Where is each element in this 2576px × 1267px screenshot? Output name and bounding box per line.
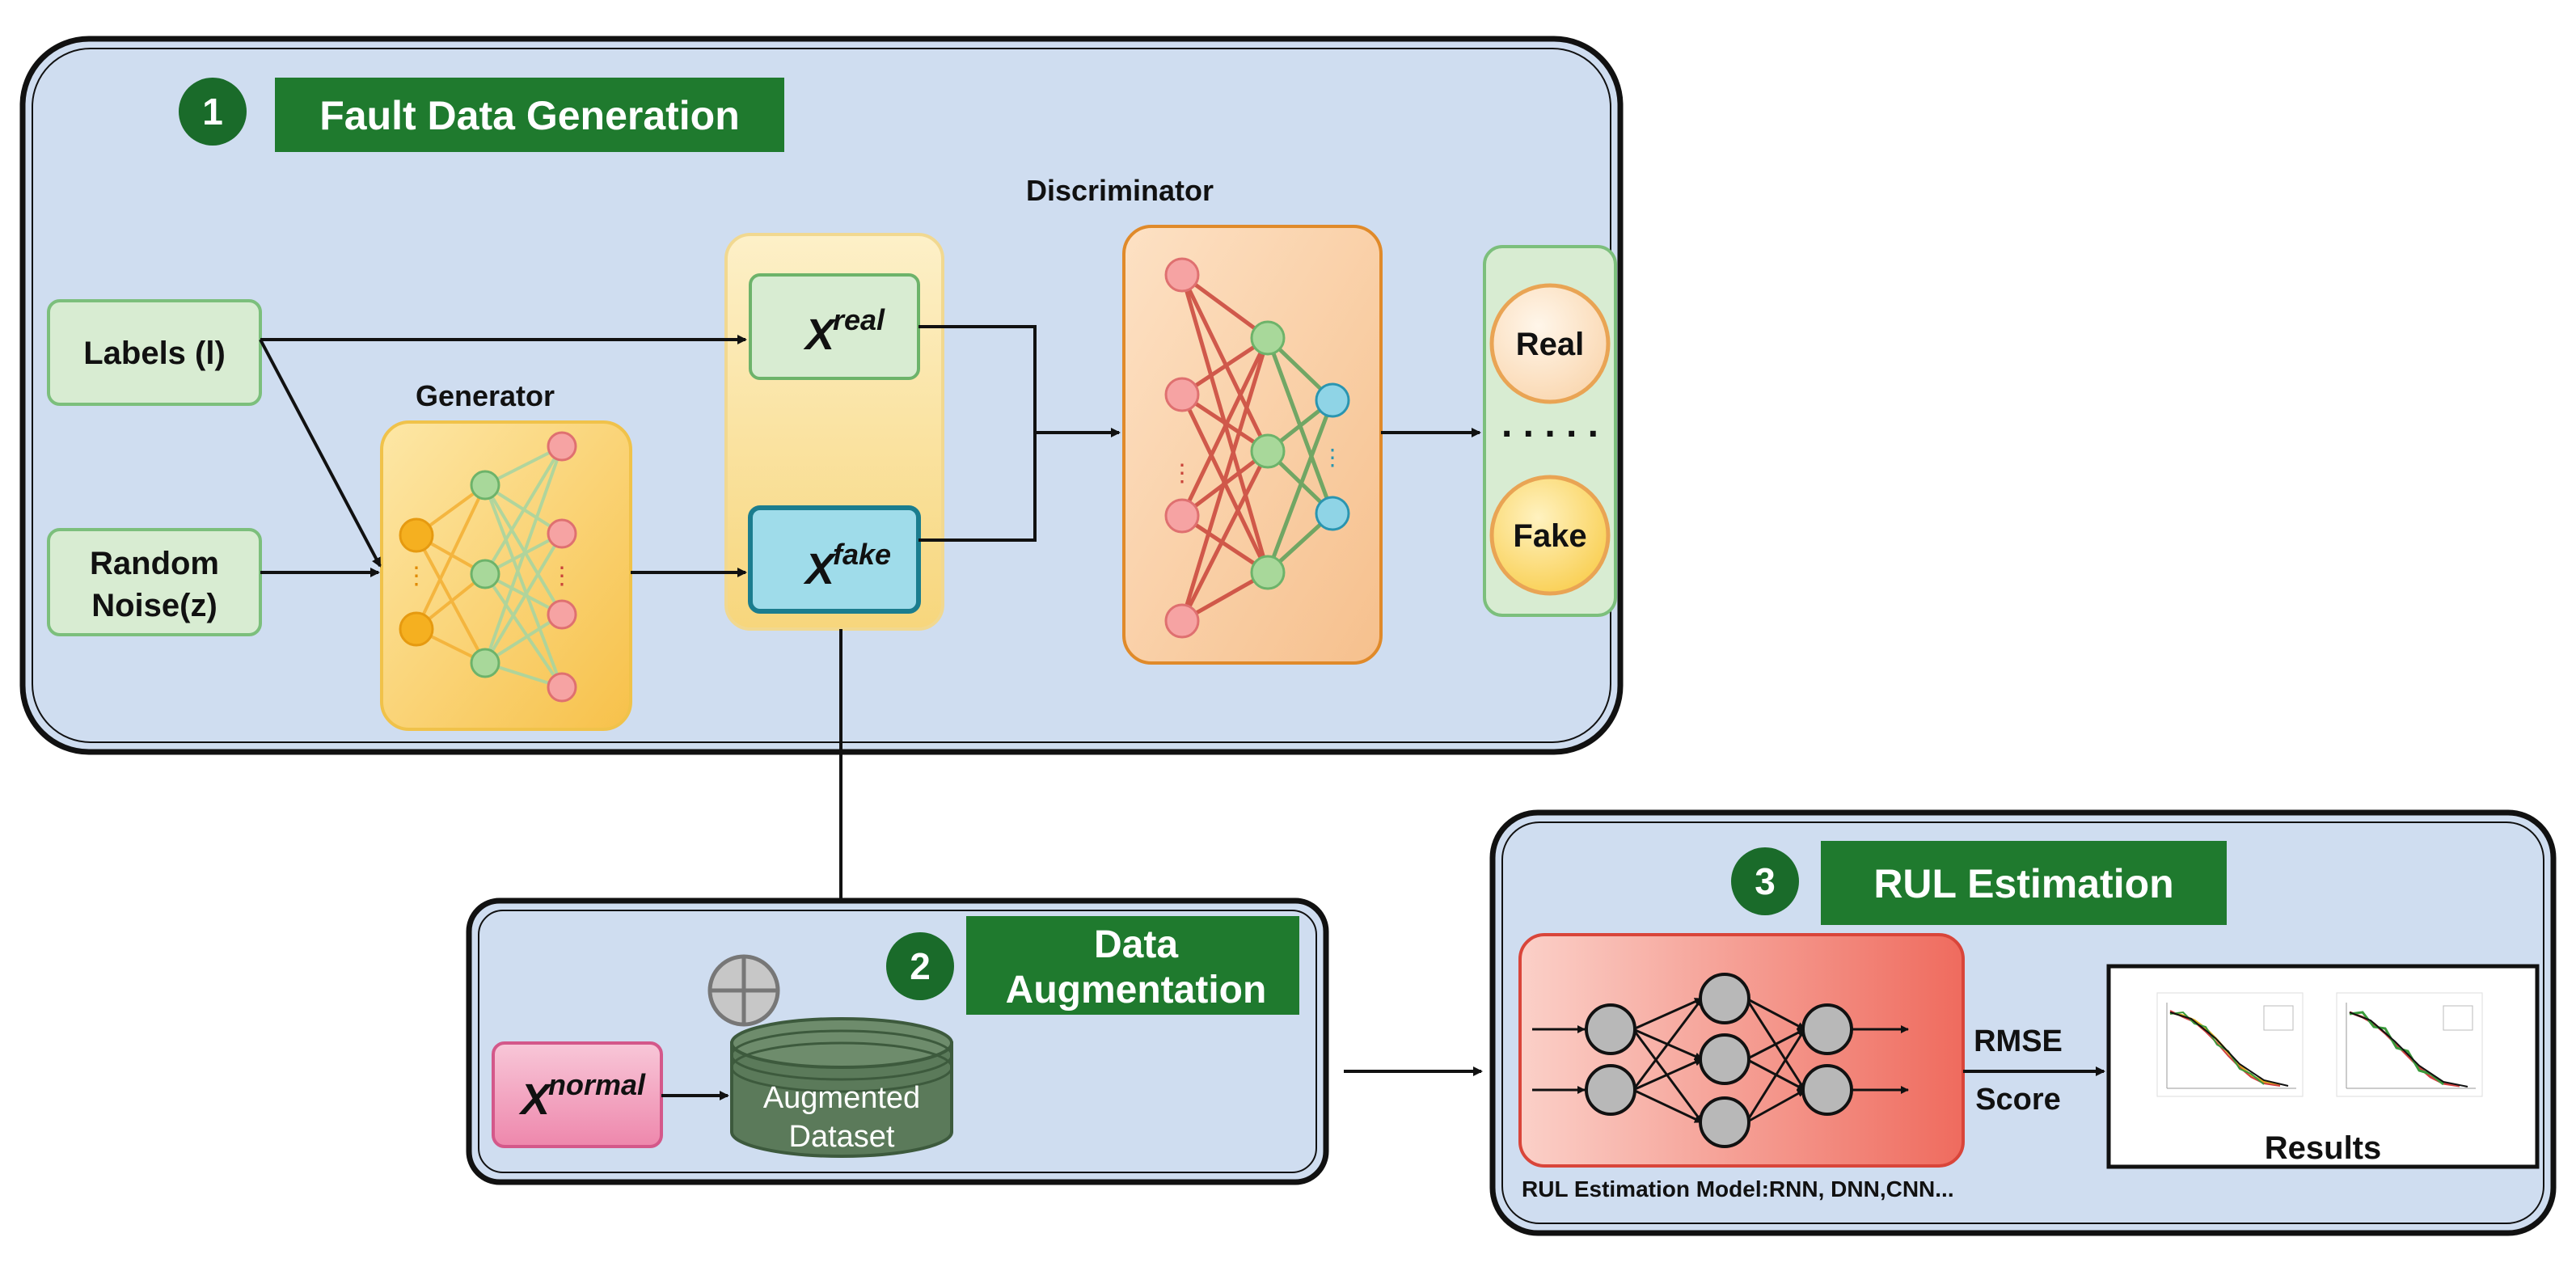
augmented-dataset-cylinder: Augmented Dataset — [730, 1017, 953, 1158]
rul-output-node — [1801, 1064, 1853, 1116]
rul-model-caption: RUL Estimation Model:RNN, DNN,CNN... — [1522, 1176, 1954, 1202]
panel1-title-bg — [275, 78, 784, 152]
rul-input-node — [1585, 1003, 1636, 1055]
panel3-title: RUL Estimation — [1873, 861, 2173, 906]
x-real-base: X — [803, 310, 837, 359]
rul-model-network — [1518, 933, 1965, 1168]
noise-box: Random Noise(z) — [47, 528, 262, 636]
panel1-title: Fault Data Generation — [319, 93, 740, 138]
panel1-heading: 1 Fault Data Generation — [179, 78, 784, 152]
disc-hidden-node — [1250, 433, 1286, 469]
panel3-title-bg — [1821, 841, 2227, 925]
step-badge-1 — [179, 78, 247, 146]
plus-operator — [707, 954, 780, 1027]
disc-input-node — [1164, 377, 1200, 412]
gen-hidden-node — [470, 559, 500, 589]
x-normal-sup: normal — [548, 1068, 646, 1101]
gen-output-node — [547, 599, 577, 630]
step-number-2: 2 — [910, 945, 931, 987]
rul-hidden-node — [1699, 1096, 1750, 1148]
panel2-arrows — [661, 1066, 1483, 1100]
generator-network: ⋮ ⋮ — [380, 420, 632, 731]
panel2-title-bg — [966, 916, 1299, 1015]
dataset-label-line2: Dataset — [789, 1120, 895, 1154]
disc-input-node — [1164, 603, 1200, 639]
metric-score: Score — [1975, 1083, 2061, 1117]
gen-hidden-node — [470, 470, 500, 500]
fake-output-circle — [1489, 475, 1611, 596]
samples-container: X real X fake — [724, 233, 944, 631]
x-normal-base: X — [518, 1075, 552, 1124]
disc-input-node — [1164, 257, 1200, 293]
discriminator-network: ⋮ ⋮ — [1122, 225, 1383, 665]
gen-input-node — [399, 517, 434, 553]
rul-hidden-node — [1699, 1033, 1750, 1085]
results-box — [2106, 964, 2540, 1169]
real-output-circle — [1489, 283, 1611, 404]
panel2-title-line1: Data — [1094, 923, 1178, 966]
disc-output-node — [1315, 496, 1350, 531]
results-label: Results — [2265, 1130, 2382, 1166]
disc-ellipsis: ⋮ — [1170, 460, 1194, 487]
panel3-heading: 3 RUL Estimation — [1731, 841, 2227, 925]
dataset-label-line1: Augmented — [763, 1081, 920, 1115]
x-normal-box: X normal — [492, 1041, 663, 1148]
panel2-title-line2: Augmentation — [1006, 969, 1267, 1011]
disc-hidden-node — [1250, 555, 1286, 590]
gen-output-node — [547, 672, 577, 703]
metric-rmse: RMSE — [1974, 1024, 2063, 1058]
step-number-3: 3 — [1755, 860, 1776, 902]
output-box: Real . . . . . Fake — [1483, 245, 1617, 617]
step-badge-2 — [886, 932, 954, 1000]
panel2-heading: 2 Data Augmentation — [886, 916, 1299, 1015]
disc-output-node — [1315, 382, 1350, 418]
rul-hidden-node — [1699, 973, 1750, 1024]
gen-output-node — [547, 518, 577, 549]
rul-output-node — [1801, 1003, 1853, 1055]
x-real-sup: real — [833, 303, 885, 336]
noise-text-line1: Random — [90, 546, 219, 581]
gen-output-node — [547, 431, 577, 462]
output-dots: . . . . . — [1501, 403, 1598, 446]
result-plot-thumbnail-2 — [2336, 992, 2483, 1097]
labels-text: Labels (l) — [83, 336, 226, 371]
x-fake-sup: fake — [833, 538, 891, 571]
x-fake-base: X — [803, 545, 837, 593]
generator-label: Generator — [416, 379, 555, 412]
real-output-label: Real — [1516, 327, 1585, 362]
step-number-1: 1 — [202, 91, 223, 133]
labels-box: Labels (l) — [47, 299, 262, 406]
noise-text-line2: Noise(z) — [91, 588, 217, 623]
x-fake-box — [748, 505, 921, 614]
gen-output-ellipsis: ⋮ — [550, 563, 574, 589]
result-plot-thumbnail-1 — [2156, 992, 2304, 1097]
fake-output-label: Fake — [1513, 518, 1586, 554]
disc-hidden-node — [1250, 320, 1286, 356]
disc-output-ellipsis: ⋮ — [1321, 445, 1344, 470]
gen-input-node — [399, 611, 434, 647]
gen-hidden-node — [470, 648, 500, 678]
gen-ellipsis: ⋮ — [404, 563, 429, 589]
disc-input-node — [1164, 498, 1200, 534]
discriminator-label: Discriminator — [1026, 174, 1214, 207]
rul-input-node — [1585, 1064, 1636, 1116]
step-badge-3 — [1731, 847, 1799, 915]
